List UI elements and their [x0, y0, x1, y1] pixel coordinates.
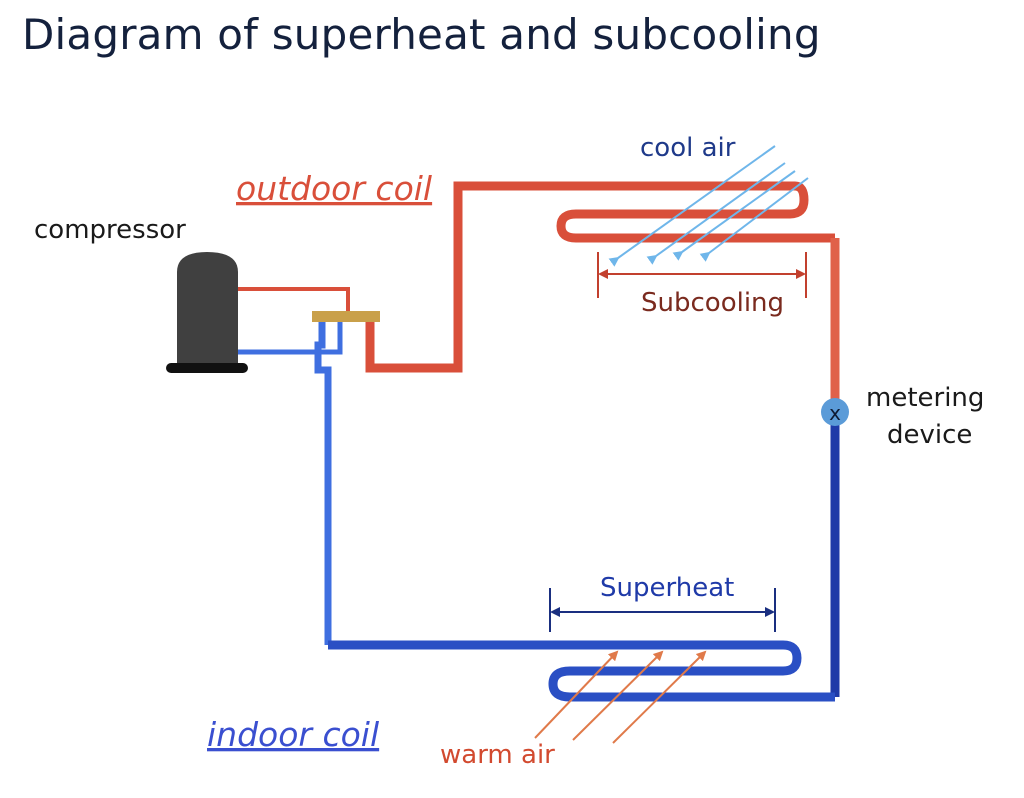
discharge-line: [238, 287, 350, 314]
cool-air-arrow: [608, 145, 776, 267]
hot-gas-pipe: [365, 181, 795, 373]
metering-device-symbol: x: [821, 398, 849, 426]
cool-air-arrows: [608, 145, 809, 267]
reversing-valve: [312, 311, 380, 322]
warm-air-arrow: [612, 650, 707, 744]
indoor-coil-tube: [328, 640, 835, 702]
metering-valve-x: x: [829, 401, 841, 425]
compressor: [166, 252, 248, 373]
outdoor-coil-label: outdoor coil: [236, 169, 432, 208]
superheat-span: [549, 588, 776, 632]
suction-line: [238, 320, 343, 355]
metering-device-label-line2: device: [887, 420, 972, 450]
warm-air-arrow: [572, 650, 664, 741]
warm-air-arrow: [534, 650, 619, 739]
superheat-label: Superheat: [600, 573, 734, 603]
cool-air-arrow: [699, 177, 809, 262]
compressor-body: [177, 252, 238, 365]
warm-air-arrows: [534, 650, 707, 744]
cool-air-arrow: [646, 162, 786, 265]
warm-air-label: warm air: [440, 740, 555, 770]
metering-device-label-line1: metering: [866, 383, 984, 413]
compressor-label: compressor: [34, 215, 186, 245]
outdoor-coil-tube: [556, 181, 835, 243]
cool-air-arrow: [672, 170, 796, 261]
compressor-base: [166, 363, 248, 373]
subcooling-span: [597, 252, 807, 298]
subcooling-label: Subcooling: [641, 288, 784, 318]
valve-port-left: [314, 322, 332, 645]
cool-air-label: cool air: [640, 133, 736, 163]
indoor-coil-label: indoor coil: [207, 715, 379, 754]
page-title: Diagram of superheat and subcooling: [22, 10, 821, 59]
